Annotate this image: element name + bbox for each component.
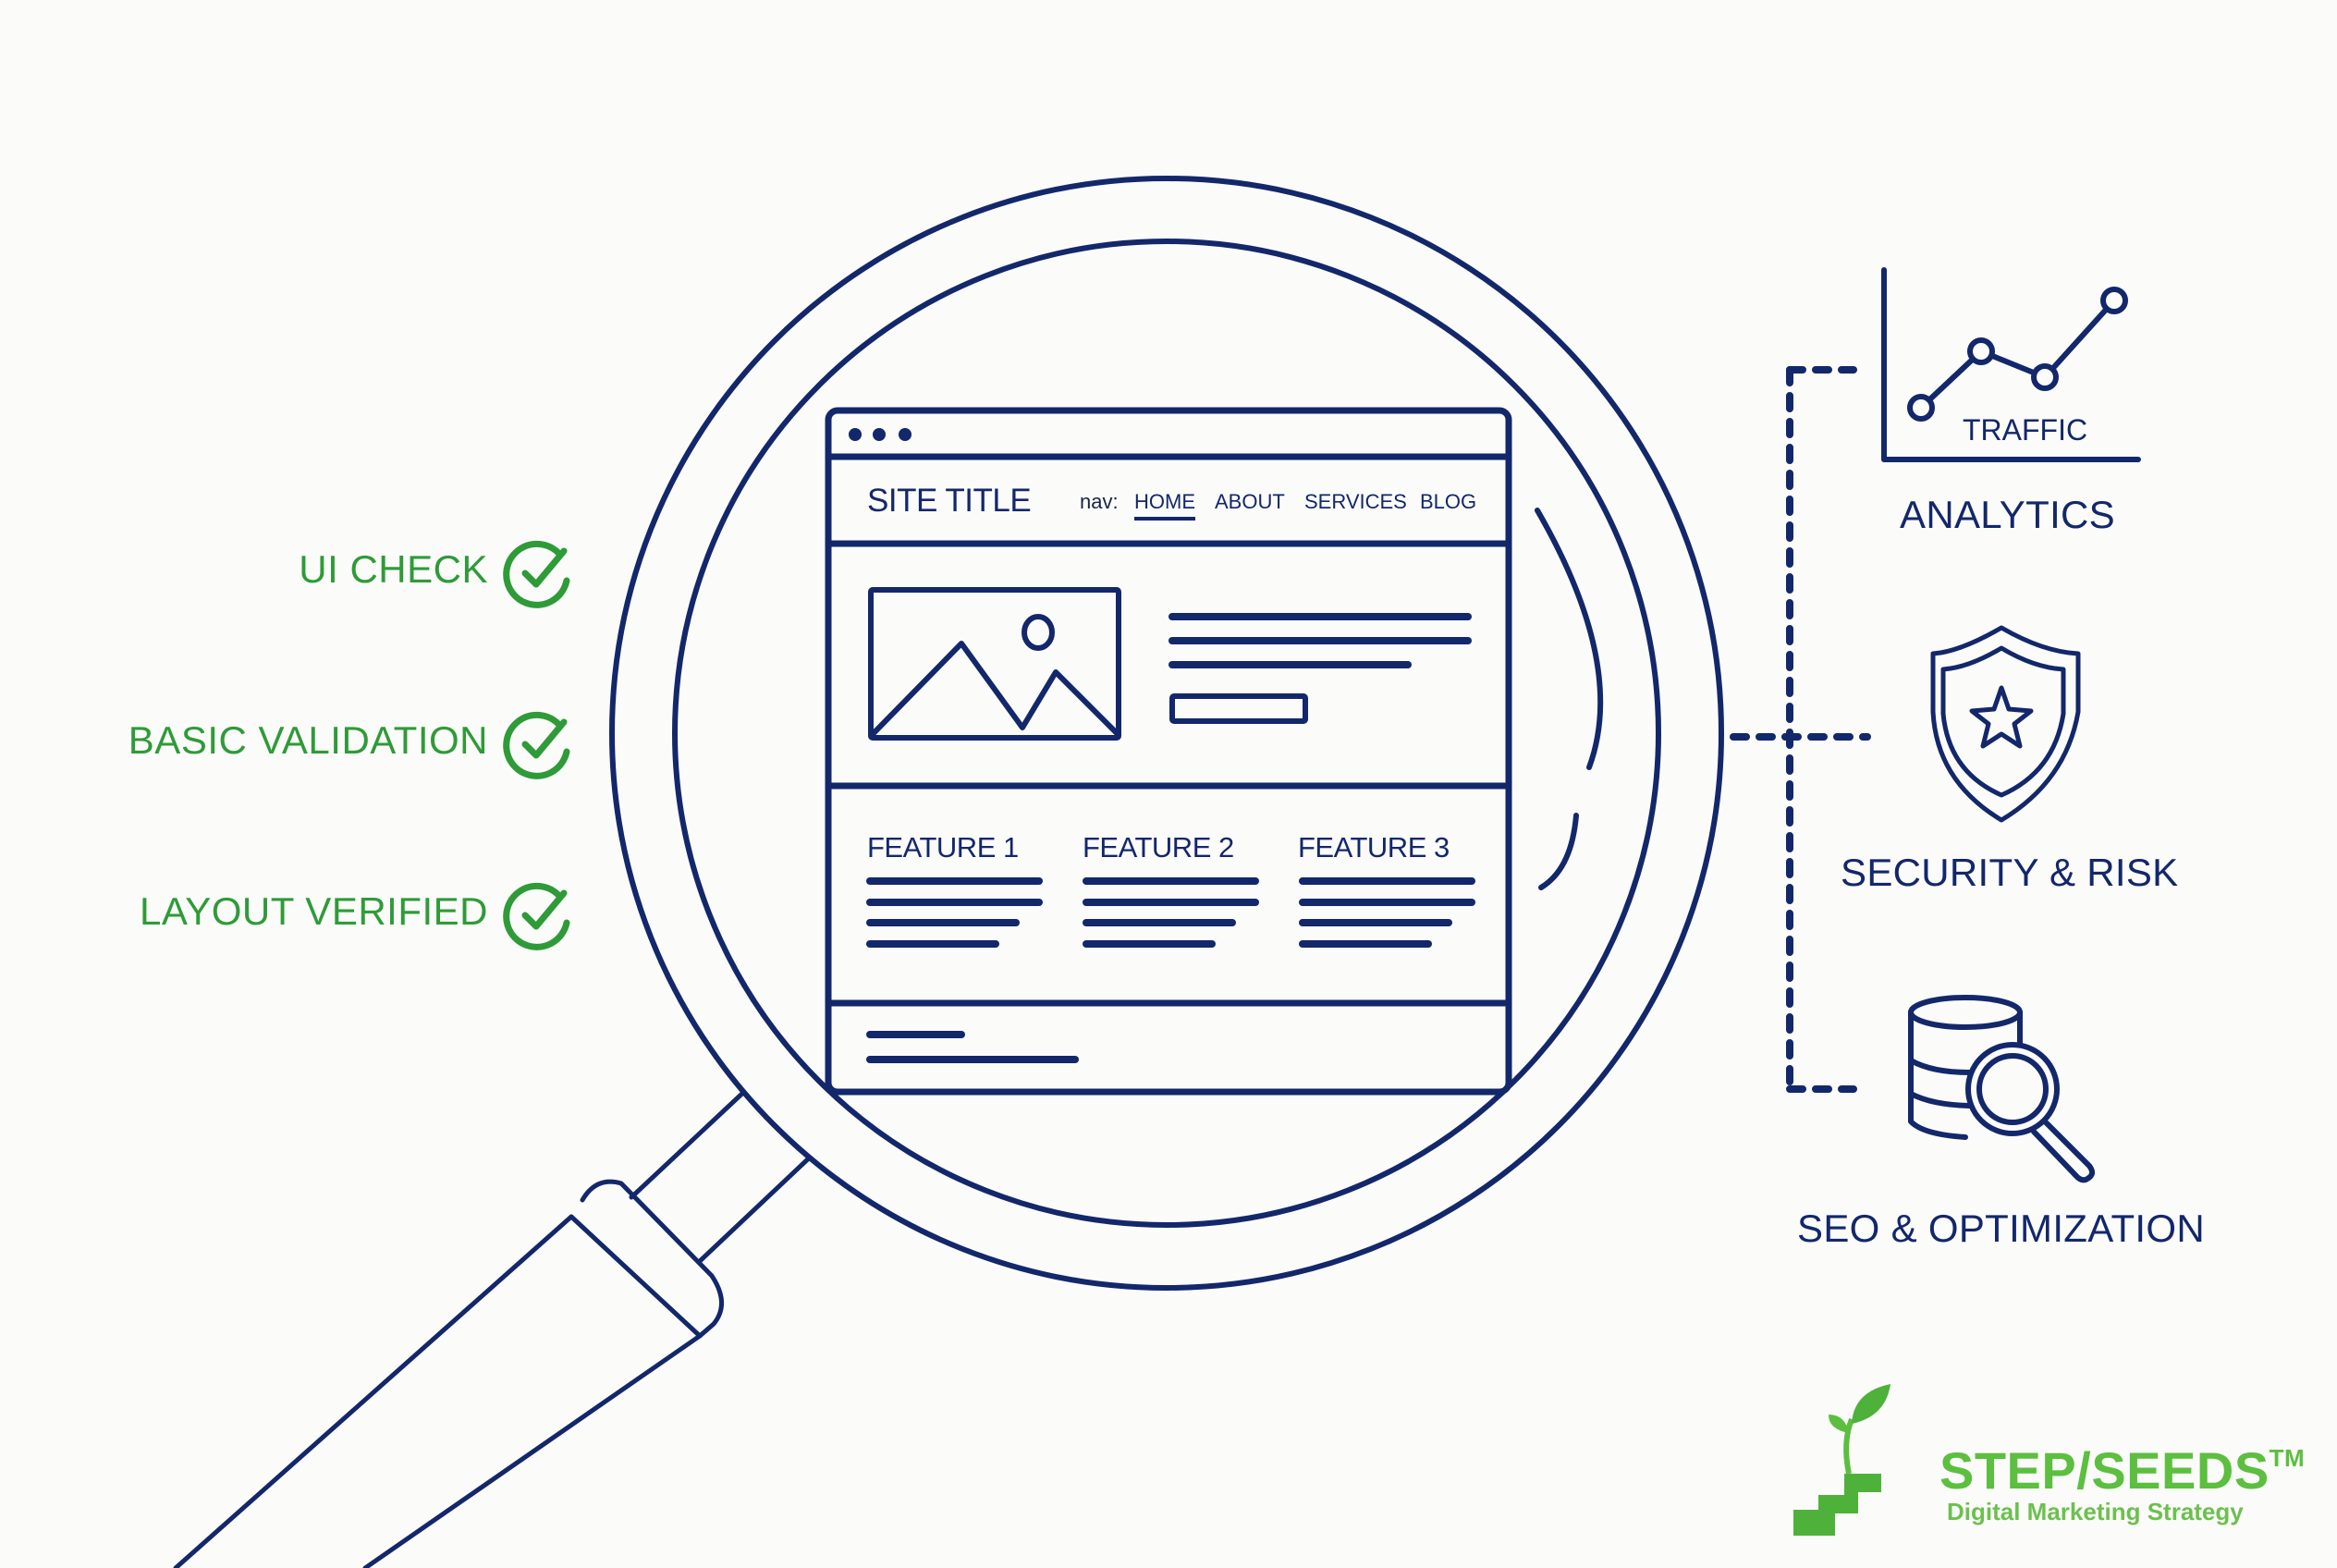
lens-inner-ring <box>672 239 1661 1228</box>
window-dot-icon <box>849 428 862 441</box>
feature-text-lines <box>866 877 1475 948</box>
lens-glare-arc-short <box>1538 813 1579 890</box>
magnifier-handle <box>173 1086 816 1568</box>
brand-tagline: Digital Marketing Strategy <box>1947 1498 2244 1525</box>
feature-title: FEATURE 3 <box>1298 831 1450 864</box>
trademark: TM <box>2269 1444 2306 1472</box>
sprout-stairs-icon <box>1793 1384 1890 1536</box>
checklist-item-label: LAYOUT VERIFIED <box>139 889 488 933</box>
checklist-item-label: UI CHECK <box>299 547 488 591</box>
image-placeholder-icon <box>868 587 1121 741</box>
nav-prefix: nav: <box>1080 490 1119 513</box>
checklist-item-label: BASIC VALIDATION <box>128 718 488 762</box>
hero-button-placeholder <box>1169 693 1308 724</box>
check-circle-icon <box>503 882 570 950</box>
feature-title: FEATURE 1 <box>867 831 1019 864</box>
wireframe-window <box>825 407 1512 1096</box>
chart-caption: TRAFFIC <box>1963 413 2088 447</box>
nav-item-services[interactable]: SERVICES <box>1304 490 1407 513</box>
site-title: SITE TITLE <box>867 483 1032 519</box>
category-label-seo: SEO & OPTIMIZATION <box>1797 1207 2205 1250</box>
category-label-security: SECURITY & RISK <box>1841 851 2179 894</box>
check-circle-icon <box>503 540 570 608</box>
nav-item-about[interactable]: ABOUT <box>1215 490 1285 513</box>
nav-item-blog[interactable]: BLOG <box>1420 490 1477 513</box>
category-label-analytics: ANALYTICS <box>1900 493 2115 536</box>
lens-glare-arc-long <box>1535 508 1604 770</box>
window-dot-icon <box>873 428 886 441</box>
check-circle-icon <box>503 711 570 779</box>
brand-name: STEP/SEEDSTM <box>1939 1440 2305 1501</box>
dashed-connector <box>1730 366 1871 1093</box>
shield-star-icon <box>1930 625 2081 823</box>
brand-name-text: STEP/SEEDS <box>1939 1441 2270 1500</box>
window-dot-icon <box>899 428 912 441</box>
nav-item-home[interactable]: HOME <box>1134 490 1195 521</box>
feature-title: FEATURE 2 <box>1083 831 1234 864</box>
footer-text-lines <box>866 1031 1079 1063</box>
database-search-icon <box>1908 995 2095 1183</box>
line-chart-icon <box>1881 267 2141 462</box>
